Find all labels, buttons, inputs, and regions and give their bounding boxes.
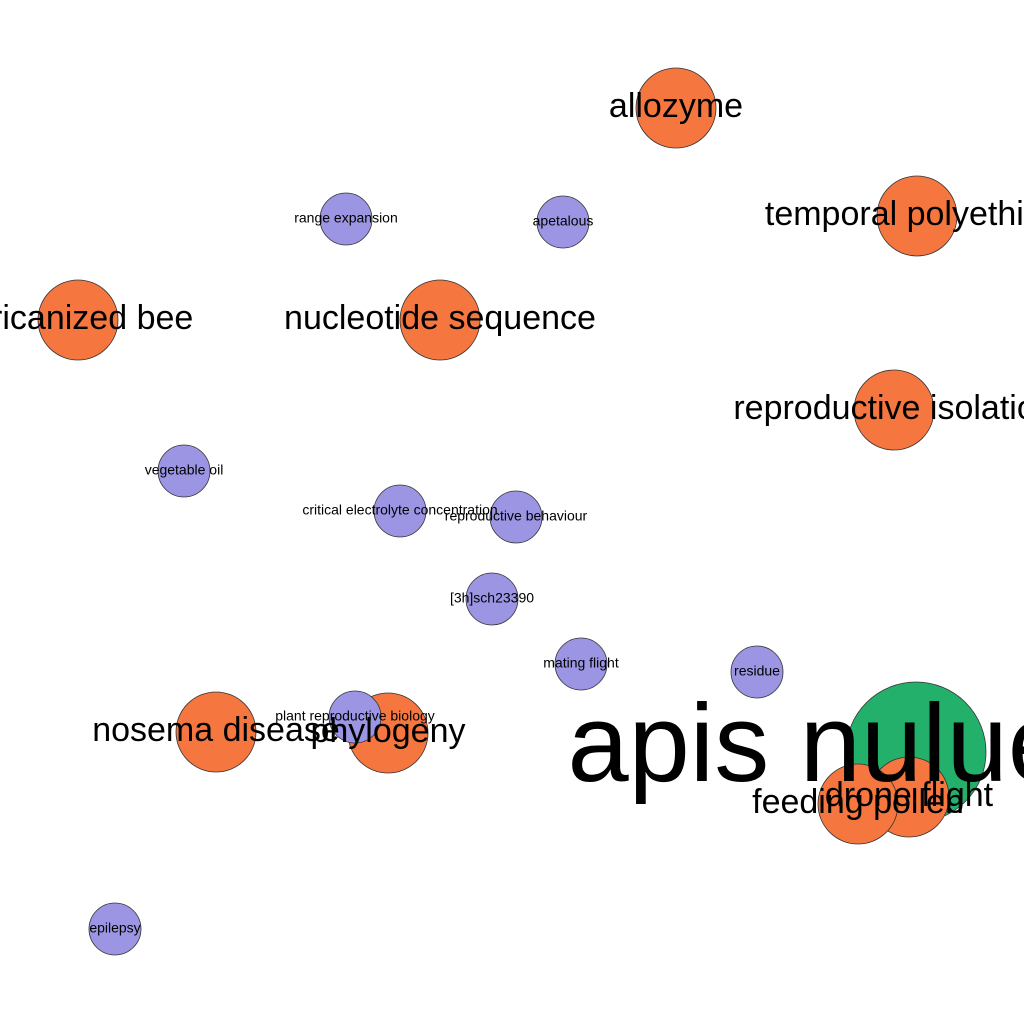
node-apetalous-circle bbox=[536, 195, 590, 249]
node-crit-label: critical electrolyte concentration bbox=[302, 502, 497, 518]
node-nucleotide-circle bbox=[399, 279, 481, 361]
node-temporal-circle bbox=[876, 175, 958, 257]
node-reproiso-label: reproductive isolation bbox=[733, 389, 1024, 427]
node-mating-label: mating flight bbox=[543, 655, 619, 671]
node-nosema-label: nosema disease bbox=[92, 711, 340, 749]
node-vegoil-label: vegetable oil bbox=[145, 462, 224, 478]
node-mating-circle bbox=[554, 637, 608, 691]
node-range-circle bbox=[319, 192, 373, 246]
node-vegoil-circle bbox=[157, 444, 211, 498]
node-apis-label: apis nuluensis bbox=[567, 682, 1024, 805]
node-plantrepro-label: plant reproductive biology bbox=[275, 708, 435, 724]
node-nosema-circle bbox=[175, 691, 257, 773]
node-circles bbox=[37, 67, 987, 956]
node-sch-circle bbox=[465, 572, 519, 626]
node-sch-label: [3h]sch23390 bbox=[450, 590, 534, 606]
node-apetalous-label: apetalous bbox=[533, 213, 594, 229]
node-epilepsy-label: epilepsy bbox=[89, 920, 140, 936]
node-residue-label: residue bbox=[734, 663, 780, 679]
node-africanized-circle bbox=[37, 279, 119, 361]
node-range-label: range expansion bbox=[294, 210, 398, 226]
node-plantrepro-circle bbox=[328, 690, 382, 744]
node-epilepsy-circle bbox=[88, 902, 142, 956]
node-crit-circle bbox=[373, 484, 427, 538]
node-residue-circle bbox=[730, 645, 784, 699]
node-africanized-label: africanized bee bbox=[0, 299, 193, 337]
node-phylogeny-label: phylogeny bbox=[310, 712, 465, 750]
node-labels: apis nuluensis allozyme temporal polyethis… bbox=[0, 87, 1024, 936]
node-nucleotide-label: nucleotide sequence bbox=[284, 299, 596, 337]
node-reproiso-circle bbox=[853, 369, 935, 451]
node-temporal-label: temporal polyethism bbox=[765, 195, 1024, 233]
node-feeding-label: feeding pollen bbox=[752, 783, 964, 821]
node-drone-label: drone flight bbox=[825, 776, 994, 814]
node-allozyme-label: allozyme bbox=[609, 87, 743, 125]
node-feeding-circle bbox=[817, 763, 899, 845]
node-reprobeh-label: reproductive behaviour bbox=[445, 508, 588, 524]
node-reprobeh-circle bbox=[489, 490, 543, 544]
node-allozyme-circle bbox=[635, 67, 717, 149]
